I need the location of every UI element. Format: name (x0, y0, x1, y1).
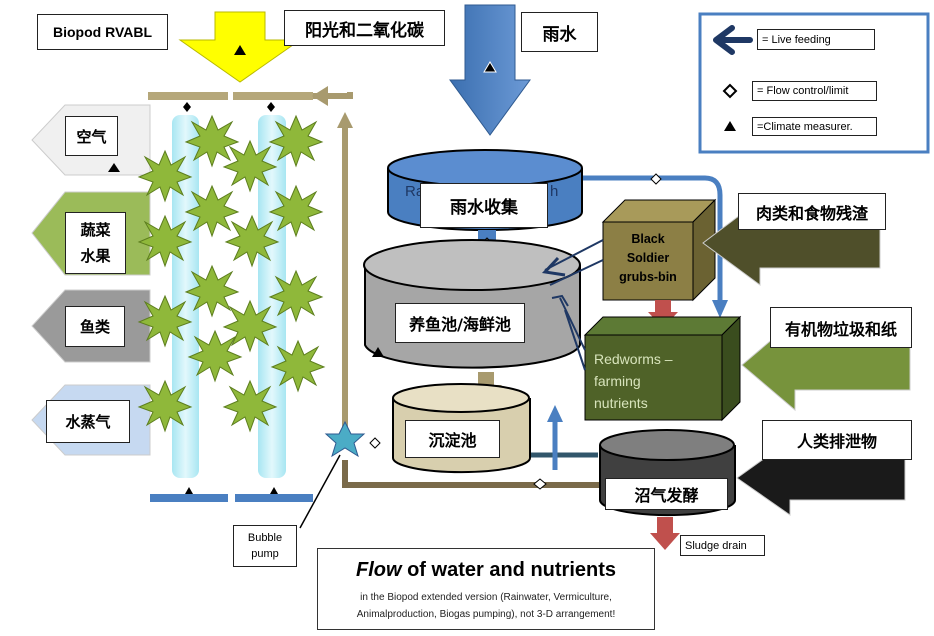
live-feeding-arrows (544, 239, 604, 371)
vapor-label: 水蒸气 (46, 400, 130, 443)
caption-sub: in the Biopod extended version (Rainwate… (318, 589, 654, 623)
redworms-box (584, 334, 723, 421)
flow-control-icon (369, 437, 381, 449)
redworms-box-side (721, 315, 741, 422)
redworms-line: Redworms – (594, 351, 673, 367)
grow-tube-1 (172, 115, 199, 478)
fruit-text: 水果 (80, 247, 111, 265)
vegetables-fruit-label: 蔬菜 水果 (65, 212, 126, 274)
climate-measurer-icon (724, 121, 736, 131)
sludge-drain-label: Sludge drain (680, 535, 765, 556)
climate-measurer-icon (108, 163, 120, 172)
rain-tank-hidden-text-right: h (550, 183, 559, 200)
sunlight-label: 阳光和二氧化碳 (284, 10, 445, 46)
flow-control-icon (722, 83, 738, 99)
tube-bottom-bar (150, 494, 228, 502)
flow-control-icon (533, 478, 547, 490)
climate-measurer-icon (185, 487, 193, 494)
sludge-drain-arrowhead (650, 533, 680, 550)
biopod-title: Biopod RVABL (37, 14, 168, 50)
tube-bottom-bar (235, 494, 313, 502)
black-soldier-line: Soldier (626, 251, 670, 265)
fish-tank-top (363, 239, 581, 291)
bubble-pump-line: pump (251, 548, 279, 560)
caption-title-italic: Flow (355, 559, 402, 581)
fish-label: 鱼类 (65, 306, 125, 347)
bubble-pump-star (324, 420, 366, 458)
up-pipe-arrowhead (547, 405, 563, 422)
climate-measurer-icon (483, 61, 497, 73)
bubble-pump-label: Bubble pump (233, 525, 297, 567)
live-feeding-arrow-icon (713, 25, 753, 55)
rain-collection-label: 雨水收集 (420, 183, 548, 228)
rain-tank-hidden-text-left: Ra (405, 183, 425, 200)
climate-measurer-icon (270, 487, 278, 494)
black-soldier-line: grubs-bin (619, 270, 677, 284)
black-soldier-text: Black Soldier grubs-bin (603, 230, 693, 287)
plants (138, 115, 325, 432)
rain-label: 雨水 (521, 12, 598, 52)
biogas-label: 沼气发酵 (605, 478, 728, 510)
caption-sub-line: in the Biopod extended version (Rainwate… (360, 592, 612, 603)
legend-live-feeding: = Live feeding (757, 29, 875, 50)
climate-measurer-icon (234, 45, 246, 55)
return-pipe-arrowhead (312, 86, 328, 106)
caption-sub-line: Animalproduction, Biogas pumping), not 3… (356, 609, 616, 620)
rain-pipe (575, 175, 723, 305)
redworms-line: farming (594, 373, 641, 389)
rain-tank-top (387, 149, 583, 187)
legend-flow-control: = Flow control/limit (752, 81, 877, 101)
flow-control-icon (183, 102, 191, 112)
flow-control-icon (650, 173, 662, 185)
bin-to-worms-arrow (655, 300, 671, 314)
caption-title-rest: of water and nutrients (401, 559, 616, 581)
sediment-label: 沉淀池 (405, 420, 500, 458)
meat-waste-label: 肉类和食物残渣 (738, 193, 886, 230)
organic-waste-label: 有机物垃圾和纸 (770, 307, 912, 348)
human-waste-label: 人类排泄物 (762, 420, 912, 460)
vegetables-text: 蔬菜 (80, 221, 111, 239)
fish-pond-label: 养鱼池/海鲜池 (395, 303, 525, 343)
air-label: 空气 (65, 116, 118, 156)
climate-measurer-icon (372, 347, 384, 357)
live-feeding-arrowhead (541, 256, 566, 277)
black-soldier-line: Black (631, 232, 665, 246)
bottom-pipe (342, 460, 600, 488)
sediment-tank-top (392, 383, 530, 413)
return-pipe-arrowhead (337, 112, 353, 128)
redworms-box-top (583, 316, 742, 336)
bubble-pump-pointer (299, 454, 341, 529)
redworms-text: Redworms – farming nutrients (594, 348, 673, 414)
caption-box: Flow of water and nutrients in the Biopo… (317, 548, 655, 630)
caption-title: Flow of water and nutrients (318, 559, 654, 582)
black-soldier-bin (602, 221, 694, 301)
tube-top-bar (148, 92, 228, 100)
biogas-tank-top (599, 429, 735, 461)
rain-pipe-arrowhead (712, 300, 728, 318)
bubble-pump-line: Bubble (247, 532, 283, 544)
sludge-drain-arrow (657, 517, 673, 535)
legend-climate: =Climate measurer. (752, 117, 877, 136)
redworms-line: nutrients (594, 395, 648, 411)
tube-top-bar (233, 92, 313, 100)
live-feeding-arrowhead (551, 294, 569, 307)
flow-control-icon (267, 102, 275, 112)
